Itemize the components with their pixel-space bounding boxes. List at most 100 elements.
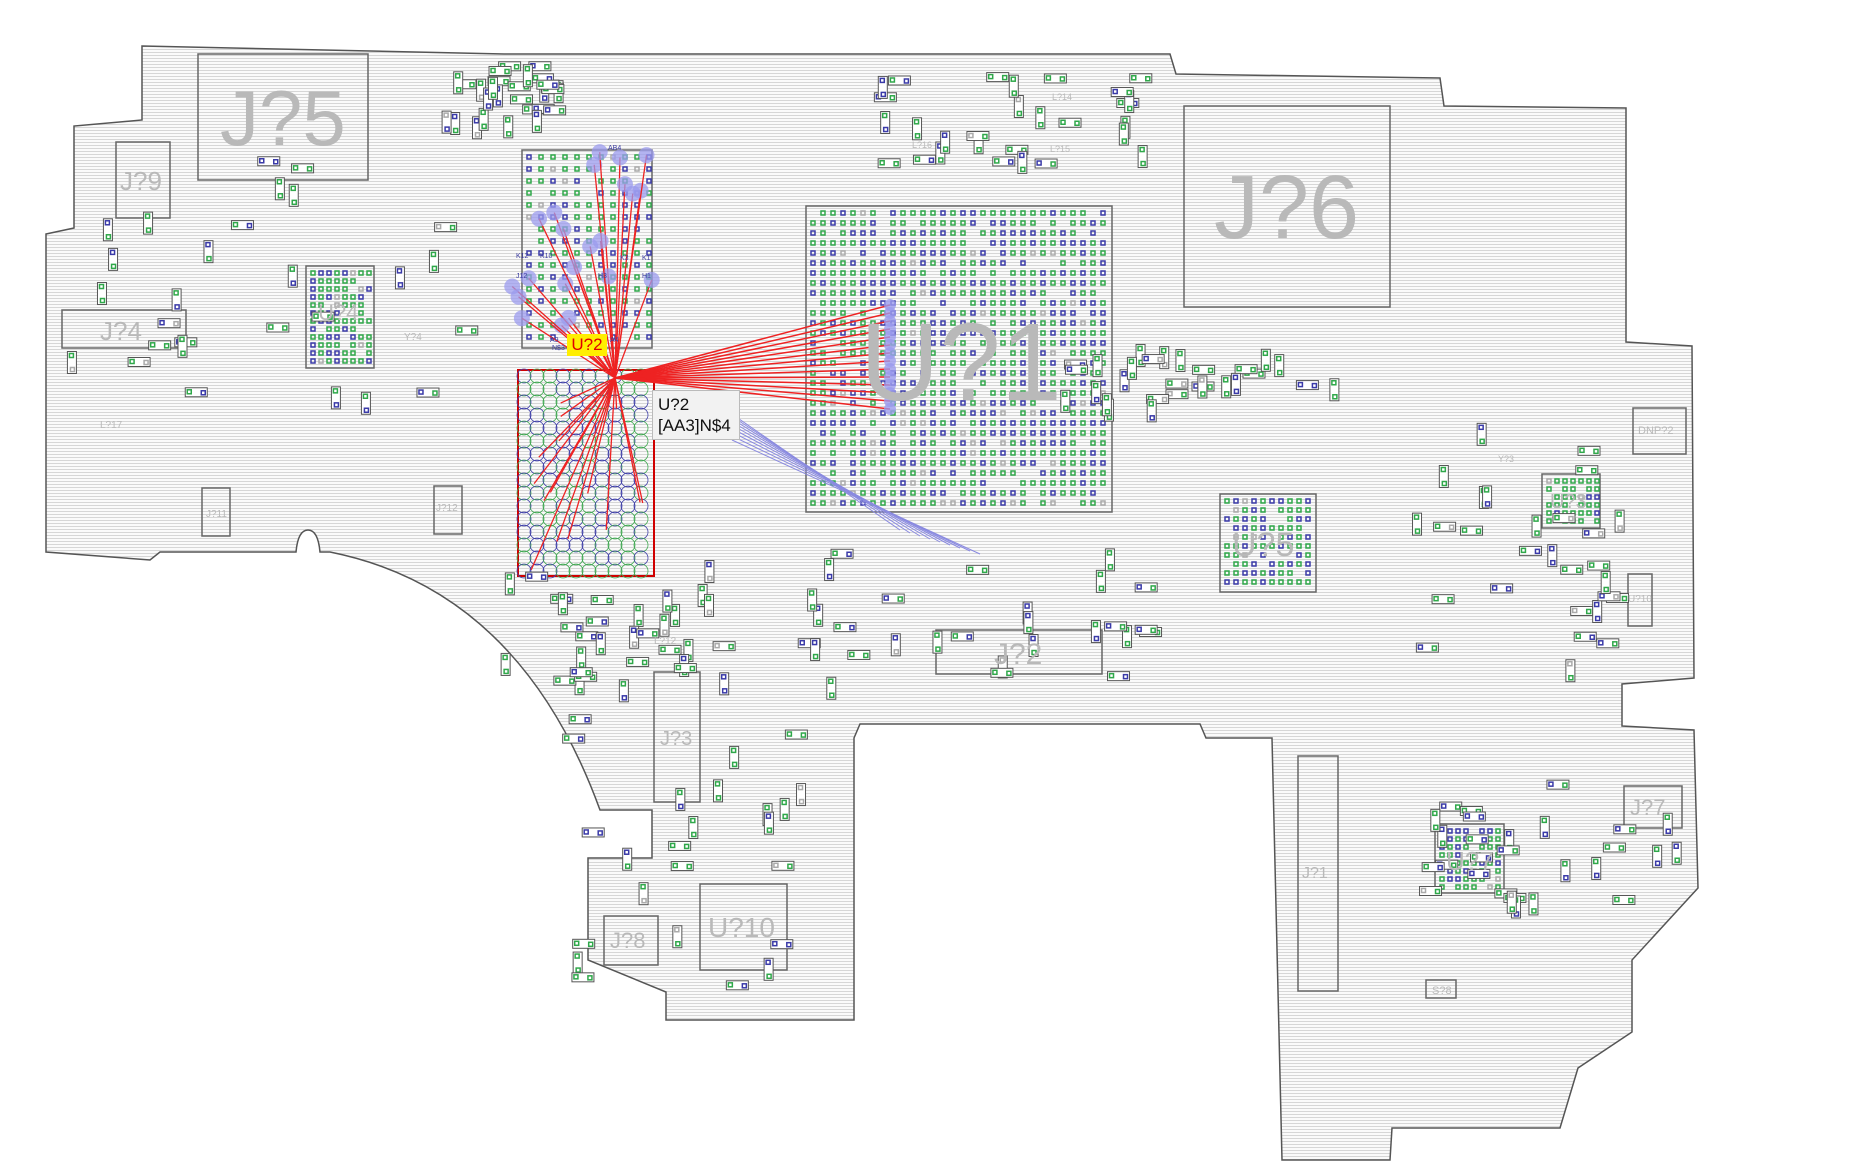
ref-j4[interactable]: J?4: [100, 316, 142, 346]
pad: [674, 647, 680, 654]
ref-l16[interactable]: L?16: [912, 140, 932, 150]
pad: [310, 302, 316, 308]
ref-u1[interactable]: U?1: [860, 301, 1062, 424]
ref-j9[interactable]: J?9: [120, 166, 162, 196]
ref-j12[interactable]: J?12: [436, 503, 458, 514]
pad: [1495, 836, 1501, 842]
passive-component: [1274, 354, 1285, 378]
pad: [900, 260, 906, 266]
pad: [1040, 450, 1046, 456]
ref-j2[interactable]: J?2: [994, 638, 1042, 671]
pad: [1090, 250, 1096, 256]
pad: [840, 270, 846, 276]
pad: [574, 322, 580, 328]
pad: [715, 795, 722, 801]
passive-component: [1552, 513, 1576, 524]
ref-j6[interactable]: J?6: [1214, 158, 1359, 258]
pad: [799, 639, 805, 646]
component-layer: [61, 53, 1687, 999]
ref-l17[interactable]: L?17: [100, 420, 123, 431]
pad: [511, 96, 518, 102]
ref-y3[interactable]: Y?3: [1498, 454, 1514, 464]
pad: [940, 330, 946, 336]
ref-j7[interactable]: J?7: [1630, 795, 1665, 820]
pad: [1305, 498, 1311, 504]
pad: [930, 390, 936, 396]
pad: [810, 310, 816, 316]
pad: [980, 300, 986, 306]
passive-component: [779, 797, 790, 821]
ref-s8[interactable]: S?8: [1432, 985, 1452, 997]
pad: [1010, 440, 1016, 446]
ref-u4[interactable]: U?4: [318, 300, 358, 325]
pad: [721, 688, 728, 694]
pad: [900, 470, 906, 476]
pad: [1251, 534, 1257, 540]
passive-component: [143, 211, 154, 235]
ref-u3[interactable]: U?3: [1550, 491, 1587, 513]
pad: [990, 310, 996, 316]
pad: [577, 736, 584, 742]
pad: [1092, 621, 1099, 628]
pad: [1080, 270, 1086, 276]
ref-u5[interactable]: U?5: [1232, 526, 1294, 564]
pad: [1000, 340, 1006, 346]
pad: [1571, 607, 1578, 614]
pad: [940, 320, 946, 326]
pad: [358, 318, 364, 324]
pad: [1251, 516, 1257, 522]
pad: [970, 450, 976, 456]
pad: [610, 226, 616, 232]
ref-j8[interactable]: J?8: [610, 928, 645, 953]
pad: [641, 897, 647, 904]
pad: [358, 334, 364, 340]
ref-j1[interactable]: J?1: [1302, 865, 1328, 882]
pad: [811, 639, 818, 646]
pad: [538, 274, 544, 280]
pad: [850, 470, 856, 476]
pad: [960, 280, 966, 286]
ref-j3[interactable]: J?3: [660, 728, 692, 750]
pad: [350, 270, 356, 276]
pad: [900, 410, 906, 416]
ref-u10[interactable]: U?10: [708, 912, 775, 943]
pad: [290, 280, 297, 286]
pad: [900, 300, 906, 306]
pad: [1224, 543, 1230, 549]
ref-j5[interactable]: J?5: [220, 74, 346, 162]
pad: [1020, 280, 1026, 286]
passive-component: [1421, 862, 1445, 873]
pad: [714, 642, 720, 649]
ref-l14[interactable]: L?14: [1052, 92, 1072, 102]
pad: [610, 214, 616, 220]
pad: [358, 302, 364, 308]
pad: [318, 302, 324, 308]
pad: [1020, 310, 1026, 316]
ref-l12[interactable]: L?12: [654, 636, 677, 647]
passive-component: [1470, 852, 1494, 863]
pad: [646, 262, 652, 268]
bga-ball: [633, 550, 649, 566]
pad: [1242, 498, 1248, 504]
ref-u10-right[interactable]: U?10: [1628, 594, 1652, 605]
ref-j11[interactable]: J?11: [206, 509, 227, 520]
pad: [454, 73, 461, 79]
passive-component: [1137, 145, 1148, 169]
pad: [362, 393, 369, 399]
ref-l15[interactable]: L?15: [1050, 144, 1070, 154]
bga-u3: [1541, 473, 1601, 529]
target-pin: [624, 185, 641, 202]
selected-part-tag[interactable]: U?2: [567, 334, 607, 356]
ref-u7[interactable]: U?7: [1446, 846, 1494, 876]
pad: [966, 634, 973, 640]
pad: [634, 298, 640, 304]
bga-ball: [581, 550, 597, 566]
ref-y4[interactable]: Y?4: [404, 332, 422, 343]
passive-component: [148, 340, 172, 351]
ref-dnp2[interactable]: DNP?2: [1638, 425, 1673, 437]
pad: [1260, 507, 1266, 513]
bga-ball: [529, 420, 545, 436]
pad: [910, 430, 916, 436]
pad: [1070, 470, 1076, 476]
